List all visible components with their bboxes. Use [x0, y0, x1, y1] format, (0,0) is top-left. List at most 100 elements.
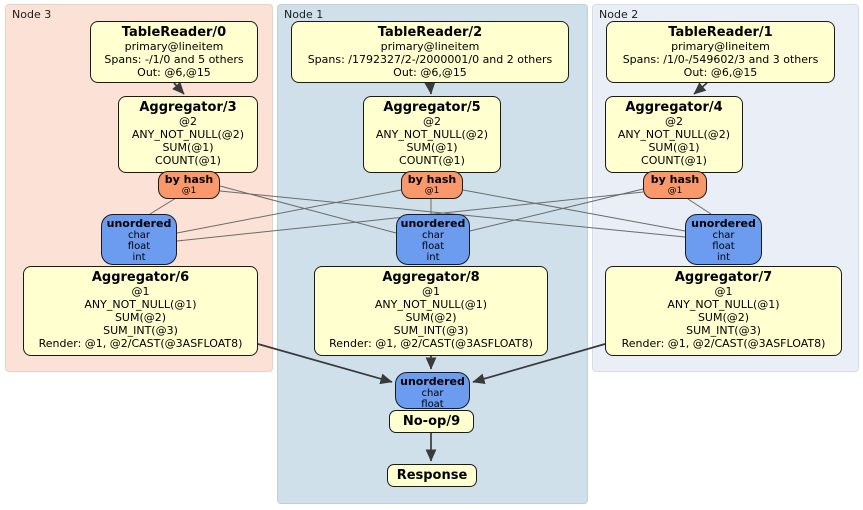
aggregator-3-box: Aggregator/3 @2 ANY_NOT_NULL(@2) SUM(@1)…	[118, 96, 258, 173]
edge-tablereader2-aggregator5	[424, 81, 436, 95]
aggregator-3-fn2: SUM(@1)	[162, 141, 214, 154]
aggregator-6-render: Render: @1, @2/CAST(@3ASFLOAT8)	[38, 337, 243, 350]
aggregator-7-title: Aggregator/7	[674, 270, 773, 285]
table-reader-1-box: TableReader/1 primary@lineitem Spans: /1…	[606, 21, 835, 83]
aggregator-8-box: Aggregator/8 @1 ANY_NOT_NULL(@1) SUM(@2)…	[314, 266, 548, 356]
table-reader-1-title: TableReader/1	[668, 25, 773, 40]
edge-hash2-to-sync2	[687, 198, 712, 215]
table-reader-0-spans: Spans: -/1/0 and 5 others	[104, 53, 244, 66]
hash-router-node2-columns: @1	[667, 186, 683, 196]
edge-tablereader0-aggregator3	[172, 81, 185, 95]
table-reader-1-index: primary@lineitem	[671, 40, 770, 53]
sync-type-int: int	[716, 252, 731, 263]
unordered-sync-node3: unordered char float int	[101, 214, 177, 265]
response-box: Response	[387, 464, 477, 487]
unordered-sync-node2: unordered char float int	[685, 214, 762, 265]
unordered-sync-node1: unordered char float int	[396, 214, 470, 265]
aggregator-3-fn3: COUNT(@1)	[155, 154, 221, 167]
unordered-sync-final: unordered char float	[395, 372, 470, 410]
sync-type-char: char	[421, 230, 445, 241]
aggregator-3-title: Aggregator/3	[139, 100, 237, 115]
edge-aggregator7-finalsync	[472, 343, 606, 385]
hash-router-node2: by hash @1	[643, 171, 707, 199]
sync-type-float: float	[421, 241, 445, 252]
unordered-sync-final-label: unordered	[400, 375, 465, 388]
aggregator-4-fn2: SUM(@1)	[648, 141, 700, 154]
region-node-3-label: Node 3	[12, 8, 52, 21]
sync-type-float: float	[421, 399, 444, 410]
unordered-sync-node2-label: unordered	[691, 217, 756, 230]
hash-router-node3-label: by hash	[164, 173, 214, 186]
hash-router-node3: by hash @1	[158, 171, 220, 199]
table-reader-0-title: TableReader/0	[121, 25, 227, 40]
region-node-1-label: Node 1	[284, 8, 324, 21]
edge-hash3-to-sync3	[149, 197, 177, 215]
noop-9-title: No-op/9	[402, 414, 461, 429]
hash-router-node3-columns: @1	[181, 186, 197, 196]
edge-hash2-to-sync1	[469, 188, 644, 232]
aggregator-7-render: Render: @1, @2/CAST(@3ASFLOAT8)	[621, 337, 826, 350]
aggregator-4-fn3: COUNT(@1)	[641, 154, 707, 167]
aggregator-5-fn1: ANY_NOT_NULL(@2)	[375, 128, 489, 141]
hash-router-node2-label: by hash	[650, 173, 700, 186]
edge-hash1-to-sync3	[176, 189, 402, 234]
aggregator-3-group: @2	[179, 115, 197, 128]
table-reader-2-title: TableReader/2	[377, 25, 483, 40]
aggregator-4-box: Aggregator/4 @2 ANY_NOT_NULL(@2) SUM(@1)…	[605, 96, 743, 173]
aggregator-8-fn3: SUM_INT(@3)	[393, 324, 469, 337]
sync-type-float: float	[127, 241, 151, 252]
edge-aggregator6-finalsync	[257, 343, 393, 385]
hash-router-node1: by hash @1	[401, 171, 463, 199]
noop-9-box: No-op/9	[389, 410, 474, 433]
sync-type-char: char	[421, 388, 444, 399]
response-title: Response	[396, 468, 468, 483]
table-reader-1-spans: Spans: /1/0-/549602/3 and 3 others	[622, 53, 819, 66]
aggregator-5-title: Aggregator/5	[383, 100, 481, 115]
aggregator-7-box: Aggregator/7 @1 ANY_NOT_NULL(@1) SUM(@2)…	[605, 266, 842, 356]
unordered-sync-node1-label: unordered	[400, 217, 466, 230]
table-reader-2-box: TableReader/2 primary@lineitem Spans: /1…	[291, 21, 569, 83]
aggregator-4-fn1: ANY_NOT_NULL(@2)	[617, 128, 731, 141]
aggregator-8-group: @1	[422, 285, 440, 298]
hash-router-node1-label: by hash	[407, 173, 457, 186]
table-reader-2-out: Out: @6,@15	[393, 66, 467, 79]
aggregator-6-title: Aggregator/6	[91, 270, 190, 285]
aggregator-7-fn2: SUM(@2)	[697, 311, 750, 324]
sync-type-int: int	[132, 252, 146, 263]
table-reader-1-out: Out: @6,@15	[683, 66, 758, 79]
aggregator-8-fn1: ANY_NOT_NULL(@1)	[374, 298, 488, 311]
aggregator-7-group: @1	[714, 285, 733, 298]
unordered-sync-node3-label: unordered	[106, 217, 172, 230]
aggregator-5-group: @2	[423, 115, 441, 128]
aggregator-5-fn3: COUNT(@1)	[399, 154, 465, 167]
aggregator-6-group: @1	[131, 285, 150, 298]
aggregator-7-fn1: ANY_NOT_NULL(@1)	[667, 298, 780, 311]
sync-type-int: int	[426, 252, 440, 263]
aggregator-8-render: Render: @1, @2/CAST(@3ASFLOAT8)	[329, 337, 533, 350]
aggregator-8-title: Aggregator/8	[382, 270, 480, 285]
table-reader-2-index: primary@lineitem	[380, 40, 480, 53]
edge-tablereader1-aggregator4	[693, 82, 708, 95]
aggregator-4-group: @2	[665, 115, 683, 128]
aggregator-4-title: Aggregator/4	[625, 100, 723, 115]
sync-type-char: char	[127, 230, 151, 241]
aggregator-6-box: Aggregator/6 @1 ANY_NOT_NULL(@1) SUM(@2)…	[23, 266, 258, 356]
aggregator-3-fn1: ANY_NOT_NULL(@2)	[131, 128, 245, 141]
sync-type-float: float	[712, 241, 735, 252]
table-reader-0-out: Out: @6,@15	[137, 66, 211, 79]
aggregator-5-box: Aggregator/5 @2 ANY_NOT_NULL(@2) SUM(@1)…	[363, 96, 501, 173]
table-reader-2-spans: Spans: /1792327/2-/2000001/0 and 2 other…	[307, 53, 553, 66]
sync-type-char: char	[712, 230, 735, 241]
aggregator-5-fn2: SUM(@1)	[406, 141, 458, 154]
edge-hash3-to-sync1	[219, 185, 397, 234]
region-node-2-label: Node 2	[599, 8, 639, 21]
table-reader-0-box: TableReader/0 primary@lineitem Spans: -/…	[90, 21, 258, 83]
hash-router-node1-columns: @1	[424, 186, 440, 196]
aggregator-6-fn2: SUM(@2)	[114, 311, 167, 324]
aggregator-7-fn3: SUM_INT(@3)	[686, 324, 761, 337]
table-reader-0-index: primary@lineitem	[124, 40, 224, 53]
aggregator-6-fn3: SUM_INT(@3)	[103, 324, 178, 337]
aggregator-6-fn1: ANY_NOT_NULL(@1)	[84, 298, 197, 311]
aggregator-8-fn2: SUM(@2)	[405, 311, 457, 324]
